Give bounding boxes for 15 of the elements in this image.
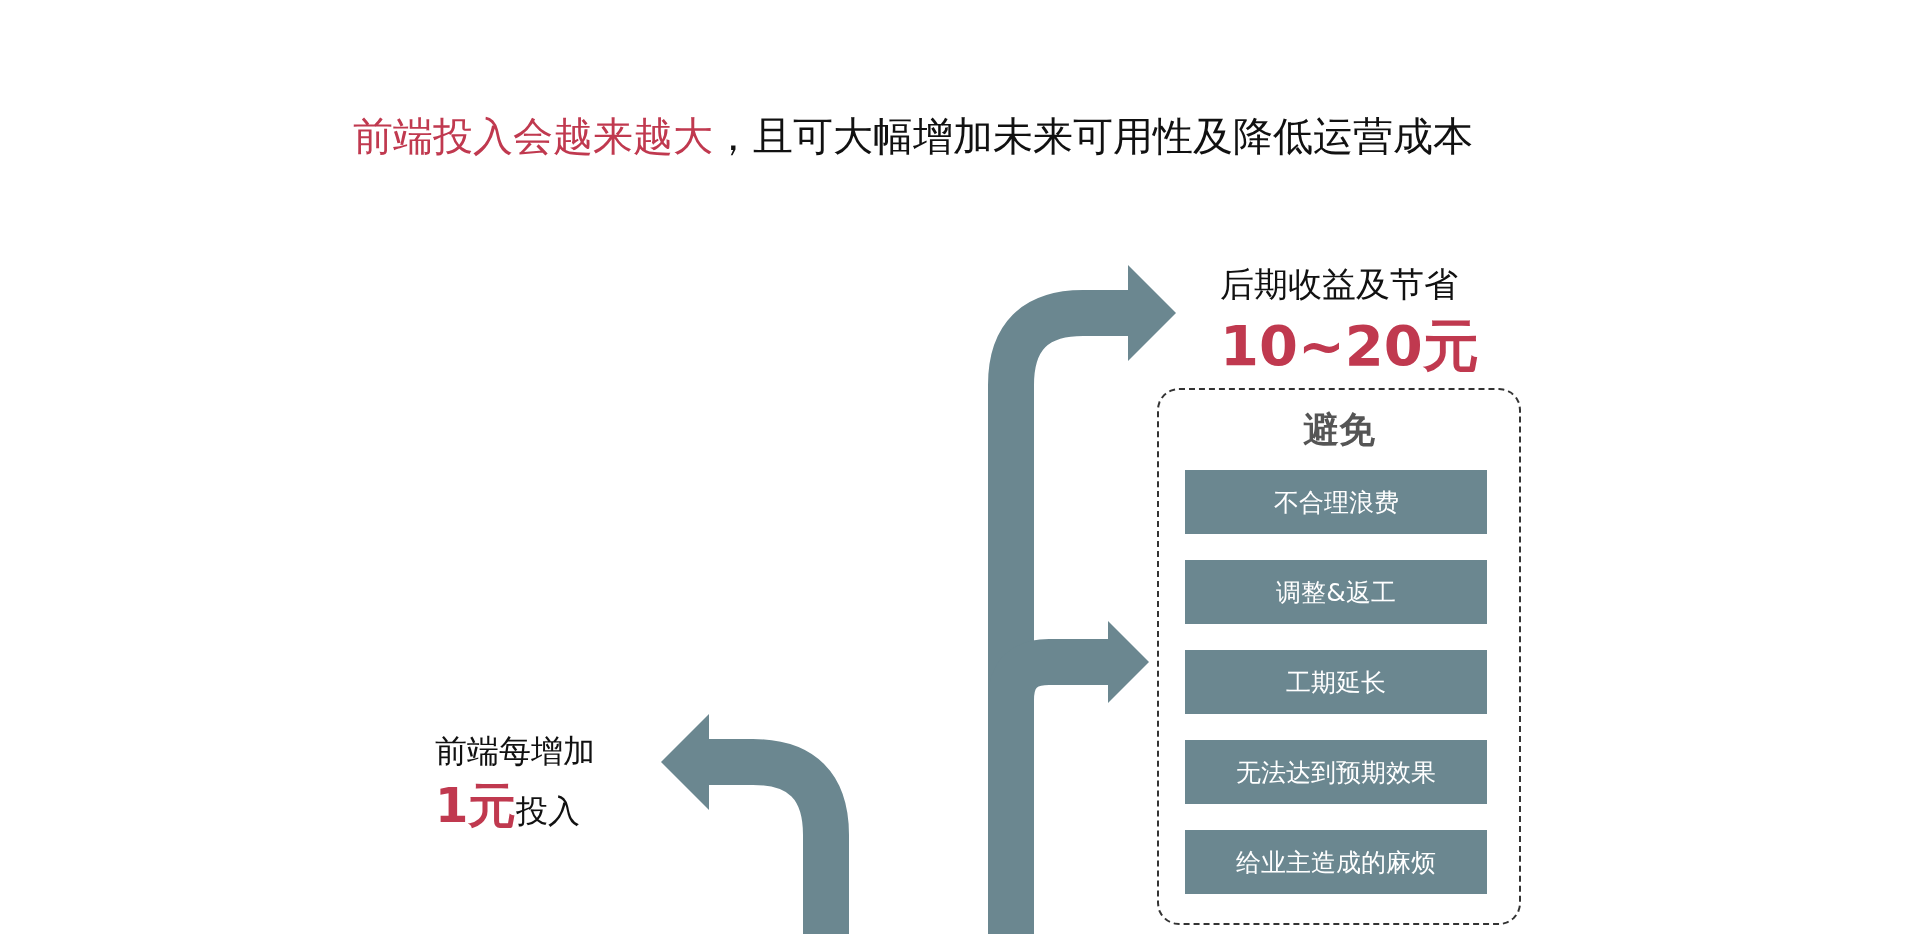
amount-text: 1元投入	[435, 776, 582, 836]
arrow	[988, 265, 1176, 934]
item-bar: 调整&返工	[1185, 560, 1487, 624]
dashed-group-box	[1157, 388, 1521, 925]
item-bar: 不合理浪费	[1185, 470, 1487, 534]
headline-text: ，且可大幅增加未来可用性及降低运营成本	[713, 113, 1473, 159]
group-heading: 避免	[1302, 408, 1376, 452]
amount-text: 10~20元	[1220, 311, 1479, 380]
item-bar: 工期延长	[1185, 650, 1487, 714]
item-bar: 给业主造成的麻烦	[1185, 830, 1487, 894]
item-bar: 无法达到预期效果	[1185, 740, 1487, 804]
headline-text: 前端投入会越来越大	[353, 113, 713, 159]
label-text: 后期收益及节省	[1220, 263, 1459, 306]
label-text: 前端每增加	[435, 731, 595, 772]
arrow	[661, 714, 849, 934]
